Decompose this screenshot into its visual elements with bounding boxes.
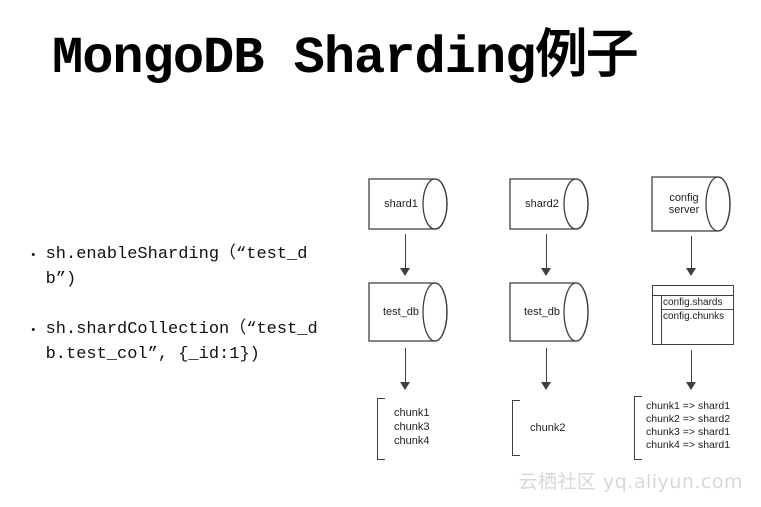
cylinder-icon [368,282,448,342]
shard1-cylinder: shard1 [368,178,450,230]
testdb2-label: test_db [523,306,561,318]
shard2-label: shard2 [525,198,559,210]
arrow-table-to-mappings [686,350,696,390]
cylinder-icon [368,178,448,230]
cylinder-icon [509,178,589,230]
mapping-item: chunk2 => shard2 [646,413,731,425]
chunk-shard-mapping-list: chunk1 => shard1 chunk2 => shard2 chunk3… [646,400,730,452]
page-title: MongoDB Sharding例子 [52,29,638,88]
arrowhead-icon [400,268,410,276]
bullet-item: • sh.shardCollection（“test_db.test_col”,… [30,318,365,367]
arrowhead-icon [686,268,696,276]
config-table-row: config.shards [662,296,733,310]
config-table-left-column [653,296,662,344]
arrowhead-icon [400,382,410,390]
chunk-bracket-2 [512,400,520,456]
bullet-item: • sh.enableSharding（“test_db”) [30,243,365,292]
chunk-item: chunk3 [394,421,430,433]
config-table-header-row [653,286,733,296]
arrow-shard2-to-testdb [541,234,551,276]
config-collections-table: config.shards config.chunks [652,285,734,345]
testdb2-cylinder: test_db [509,282,591,342]
chunk-item: chunk2 [530,422,566,434]
arrowhead-icon [541,268,551,276]
chunk-list-shard2: chunk2 [530,421,565,435]
config-server-label: config server [668,192,700,216]
mapping-item: chunk3 => shard1 [646,426,731,438]
testdb1-cylinder: test_db [368,282,450,342]
mapping-bracket [634,396,642,460]
bullet-marker: • [30,250,37,262]
arrowhead-icon [686,382,696,390]
config-table-row: config.chunks [663,311,725,322]
chunk-item: chunk4 [394,435,430,447]
chunk-bracket-1 [377,398,385,460]
testdb1-label: test_db [382,306,420,318]
mapping-item: chunk1 => shard1 [646,400,731,412]
mapping-item: chunk4 => shard1 [646,439,731,451]
shard1-label: shard1 [384,198,418,210]
shard2-cylinder: shard2 [509,178,591,230]
bullet-marker: • [30,325,37,338]
config-table-body: config.shards config.chunks [653,296,733,344]
bullet-text-enable-sharding: sh.enableSharding（“test_db”) [45,245,308,289]
arrow-testdb1-to-chunks [400,348,410,390]
bullet-list: • sh.enableSharding（“test_db”) • sh.shar… [30,243,365,394]
arrow-configserver-to-table [686,236,696,276]
cylinder-icon [651,176,731,232]
bullet-text-shard-collection: sh.shardCollection（“test_db.test_col”, {… [45,320,318,364]
config-server-cylinder: config server [651,176,733,232]
cylinder-icon [509,282,589,342]
chunk-item: chunk1 [394,407,430,419]
chunk-list-shard1: chunk1 chunk3 chunk4 [394,406,429,448]
arrow-shard1-to-testdb [400,234,410,276]
arrowhead-icon [541,382,551,390]
watermark: 云栖社区 yq.aliyun.com [518,471,743,493]
arrow-testdb2-to-chunks [541,348,551,390]
